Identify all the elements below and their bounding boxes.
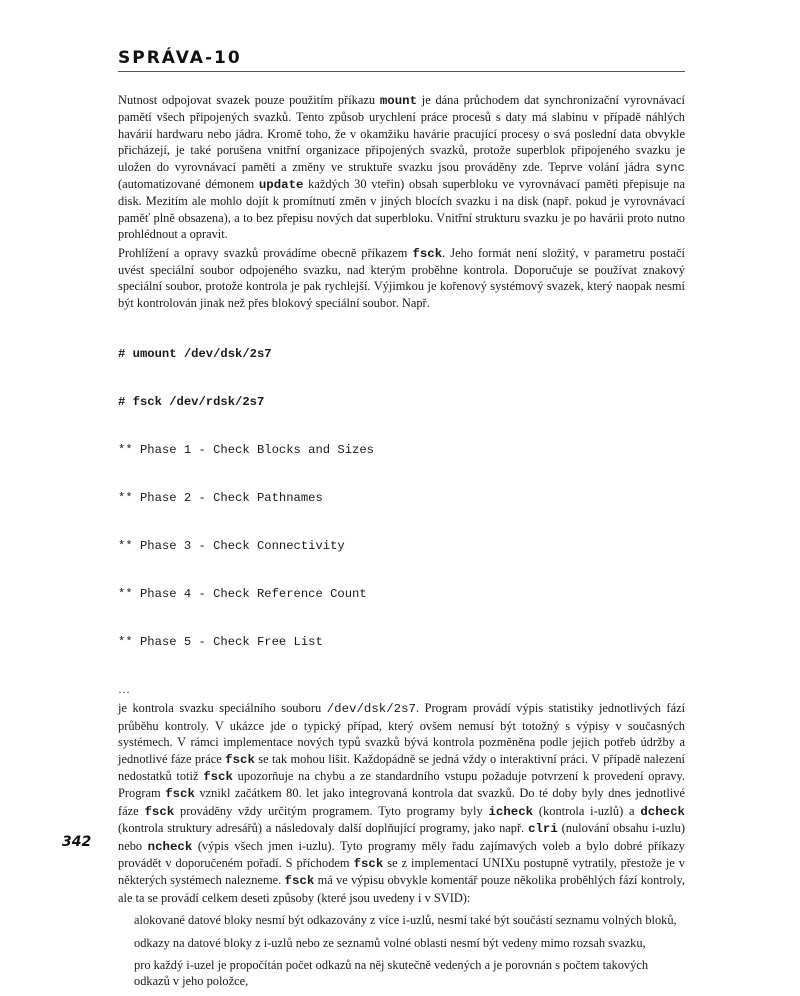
text-run: (automatizované démonem bbox=[118, 177, 259, 192]
command-fsck: fsck bbox=[165, 787, 195, 802]
text-run: upozorňuje na chybu a ze standardního vs… bbox=[118, 768, 686, 801]
text-run: vznikl začátkem 80. let jako integrovaná… bbox=[118, 786, 685, 818]
code-line: ** Phase 2 - Check Pathnames bbox=[118, 491, 323, 506]
command-update: update bbox=[258, 178, 304, 193]
command-icheck: icheck bbox=[488, 804, 534, 819]
code-line: # fsck /dev/rdsk/2s7 bbox=[118, 395, 265, 410]
chapter-title: SPRÁVA-10 bbox=[118, 48, 242, 68]
command-fsck: fsck bbox=[412, 246, 443, 261]
command-fsck: fsck bbox=[225, 752, 255, 767]
text-run: má ve výpisu obvykle komentář pouze něko… bbox=[118, 873, 686, 905]
text-run: je dána průchodem dat synchronizační vyr… bbox=[118, 93, 685, 174]
text-run: (kontrola i-uzlů) a bbox=[533, 803, 641, 818]
code-line: ** Phase 5 - Check Free List bbox=[118, 635, 323, 650]
command-fsck: fsck bbox=[353, 856, 384, 871]
text-run: Nutnost odpojovat svazek pouze použitím … bbox=[118, 93, 380, 107]
device-path: /dev/dsk/2s7 bbox=[326, 702, 416, 717]
command-fsck: fsck bbox=[203, 769, 233, 784]
command-clri: clri bbox=[528, 822, 558, 837]
text-run: se tak mohou lišit. Každopádně se jedná … bbox=[118, 751, 686, 783]
text-run: Prohlížení a opravy svazků provádíme obe… bbox=[118, 245, 413, 260]
list-item: pro každý i-uzel je propočítán počet odk… bbox=[134, 957, 649, 989]
command-sync: sync bbox=[655, 160, 685, 175]
list-item: odkazy na datové bloky z i-uzlů nebo ze … bbox=[134, 935, 646, 950]
page-content: Nutnost odpojovat svazek pouze použitím … bbox=[118, 92, 685, 996]
code-example: # umount /dev/dsk/2s7 # fsck /dev/rdsk/2… bbox=[118, 314, 685, 682]
page-header: SPRÁVA-10 bbox=[118, 48, 685, 72]
text-run: (nulování obsahu i-uzlu) nebo bbox=[118, 821, 685, 853]
text-run: je kontrola svazku speciálního souboru bbox=[118, 701, 327, 716]
paragraph-fsck-intro: Prohlížení a opravy svazků provádíme obe… bbox=[118, 245, 685, 312]
code-line: ** Phase 4 - Check Reference Count bbox=[118, 587, 367, 602]
paragraph-sync: Nutnost odpojovat svazek pouze použitím … bbox=[118, 92, 685, 243]
text-run: . Program provádí výpis statistiky jedno… bbox=[118, 701, 686, 766]
command-mount: mount bbox=[379, 94, 418, 108]
code-line: # umount /dev/dsk/2s7 bbox=[118, 347, 272, 362]
text-run: (výpis všech jmen i-uzlu). Tyto programy… bbox=[118, 838, 686, 870]
command-ncheck: ncheck bbox=[147, 839, 193, 854]
text-run: . Jeho formát není složitý, v parametru … bbox=[118, 245, 685, 310]
paragraph-fsck-details: je kontrola svazku speciálního souboru /… bbox=[118, 700, 685, 906]
text-run: se z implementací UNIXu postupně vytrati… bbox=[118, 855, 686, 888]
command-fsck: fsck bbox=[284, 874, 315, 889]
text-run: (kontrola struktury adresářů) a následov… bbox=[118, 821, 529, 836]
code-line: ** Phase 3 - Check Connectivity bbox=[118, 539, 345, 554]
code-ellipsis: … bbox=[118, 682, 130, 697]
command-fsck: fsck bbox=[144, 804, 175, 819]
command-dcheck: dcheck bbox=[640, 804, 685, 819]
check-list: alokované datové bloky nesmí být odkazov… bbox=[118, 912, 685, 990]
text-run: každých 30 vteřin) obsah superbloku ve v… bbox=[118, 177, 685, 242]
page-number: 342 bbox=[62, 834, 92, 850]
code-line: ** Phase 1 - Check Blocks and Sizes bbox=[118, 443, 374, 458]
list-item: alokované datové bloky nesmí být odkazov… bbox=[134, 913, 677, 928]
text-run: prováděny vždy určitým programem. Tyto p… bbox=[174, 803, 489, 818]
